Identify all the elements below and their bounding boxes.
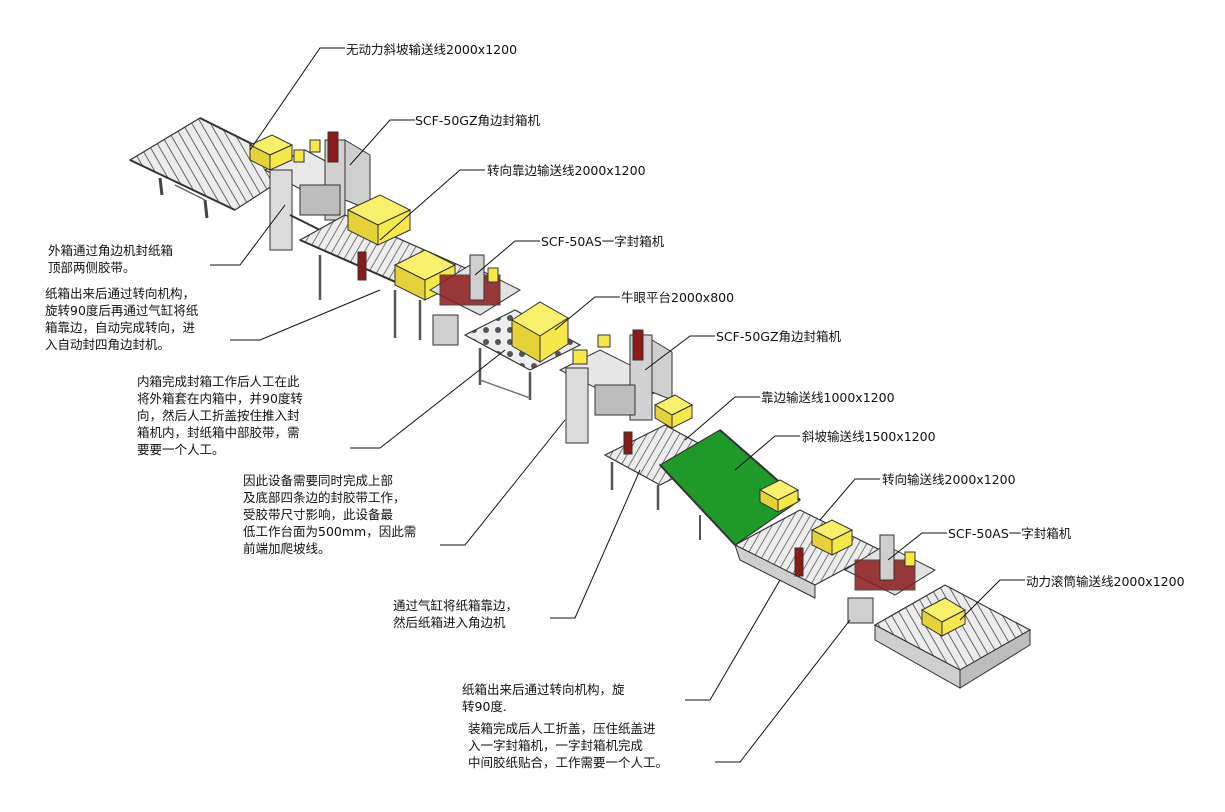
note-line: 受胶带尺寸影响，此设备最 <box>243 507 394 522</box>
label-turning-conveyor-2: 转向输送线2000x1200 <box>882 472 1016 487</box>
powered-roller-conveyor <box>873 584 1032 689</box>
label-straight-sealer-2: SCF-50AS一字封箱机 <box>948 526 1072 541</box>
carton-box-6 <box>810 519 854 556</box>
note-turn-90: 纸箱出来后通过转向机构，旋 转90度. <box>462 681 625 715</box>
label-incline-ramp-conveyor: 斜坡输送线1500x1200 <box>802 429 936 444</box>
note-line: 纸箱出来后通过转向机构，旋 <box>462 682 625 697</box>
turning-conveyor-2 <box>733 509 882 599</box>
carton-box-5 <box>758 479 800 513</box>
carton-box-4 <box>653 394 694 429</box>
unpowered-ramp-conveyor <box>128 117 302 219</box>
note-line: 将外箱套在内箱中，并90度转 <box>137 391 303 406</box>
note-line: 外箱通过角边机封纸箱 <box>48 243 174 258</box>
carton-box-1 <box>248 134 294 171</box>
note-line: 箱靠边，自动完成转向，进 <box>45 320 196 335</box>
leader-lines <box>210 47 1025 763</box>
scf-50as-straight-sealer-1 <box>418 254 522 346</box>
note-line: 入自动封四角边封机。 <box>45 337 171 352</box>
label-corner-sealer-1: SCF-50GZ角边封箱机 <box>415 113 541 128</box>
note-line: 转90度. <box>462 699 507 714</box>
note-line: 然后纸箱进入角边机 <box>393 615 506 630</box>
note-line: 装箱完成后人工折盖，压住纸盖进 <box>468 721 656 736</box>
label-corner-sealer-2: SCF-50GZ角边封箱机 <box>716 329 842 344</box>
note-line: 顶部两侧胶带。 <box>48 260 136 275</box>
open-carton-box <box>511 301 569 363</box>
note-turning-mechanism: 纸箱出来后通过转向机构， 旋转90度后再通过气缸将纸 箱靠边，自动完成转向，进 … <box>45 285 198 353</box>
scf-50as-straight-sealer-2 <box>843 534 937 624</box>
note-cylinder-push: 通过气缸将纸箱靠边， 然后纸箱进入角边机 <box>393 597 518 631</box>
label-turning-side-conveyor: 转向靠边输送线2000x1200 <box>487 163 646 178</box>
label-unpowered-ramp-conveyor: 无动力斜坡输送线2000x1200 <box>346 42 518 57</box>
note-line: 前端加爬坡线。 <box>243 541 331 556</box>
note-line: 低工作台面为500mm，因此需 <box>243 524 417 539</box>
label-bull-eye-platform: 牛眼平台2000x800 <box>621 290 735 305</box>
note-line: 入一字封箱机，一字封箱机完成 <box>468 738 644 753</box>
note-incline-reason: 因此设备需要同时完成上部 及底部四条边的封胶带工作， 受胶带尺寸影响，此设备最 … <box>243 472 416 557</box>
note-line: 通过气缸将纸箱靠边， <box>393 598 519 613</box>
note-line: 箱机内，封纸箱中部胶带，需 <box>137 425 300 440</box>
note-line: 因此设备需要同时完成上部 <box>243 473 394 488</box>
note-line: 纸箱出来后通过转向机构， <box>45 286 196 301</box>
note-line: 要要一个人工。 <box>137 442 225 457</box>
note-corner-sealer: 外箱通过角边机封纸箱 顶部两侧胶带。 <box>48 242 173 276</box>
note-line: 内箱完成封箱工作后人工在此 <box>137 374 300 389</box>
note-line: 旋转90度后再通过气缸将纸 <box>45 303 199 318</box>
note-line: 向，然后人工折盖按住推入封 <box>137 408 300 423</box>
label-powered-roller-conveyor: 动力滚筒输送线2000x1200 <box>1026 574 1185 589</box>
note-line: 及底部四条边的封胶带工作， <box>243 490 406 505</box>
note-manual-fold: 装箱完成后人工折盖，压住纸盖进 入一字封箱机，一字封箱机完成 中间胶纸贴合，工作… <box>468 720 668 771</box>
label-straight-sealer-1: SCF-50AS一字封箱机 <box>541 234 665 249</box>
incline-ramp-conveyor <box>659 429 801 546</box>
label-side-conveyor-1000: 靠边输送线1000x1200 <box>761 390 895 405</box>
note-manual-outer-box: 内箱完成封箱工作后人工在此 将外箱套在内箱中，并90度转 向，然后人工折盖按住推… <box>137 373 303 458</box>
scf-50gz-corner-sealer-1 <box>263 131 372 251</box>
scf-50gz-corner-sealer-2 <box>558 329 673 444</box>
note-line: 中间胶纸贴合，工作需要一个人工。 <box>468 755 669 770</box>
carton-box-7 <box>920 597 967 637</box>
